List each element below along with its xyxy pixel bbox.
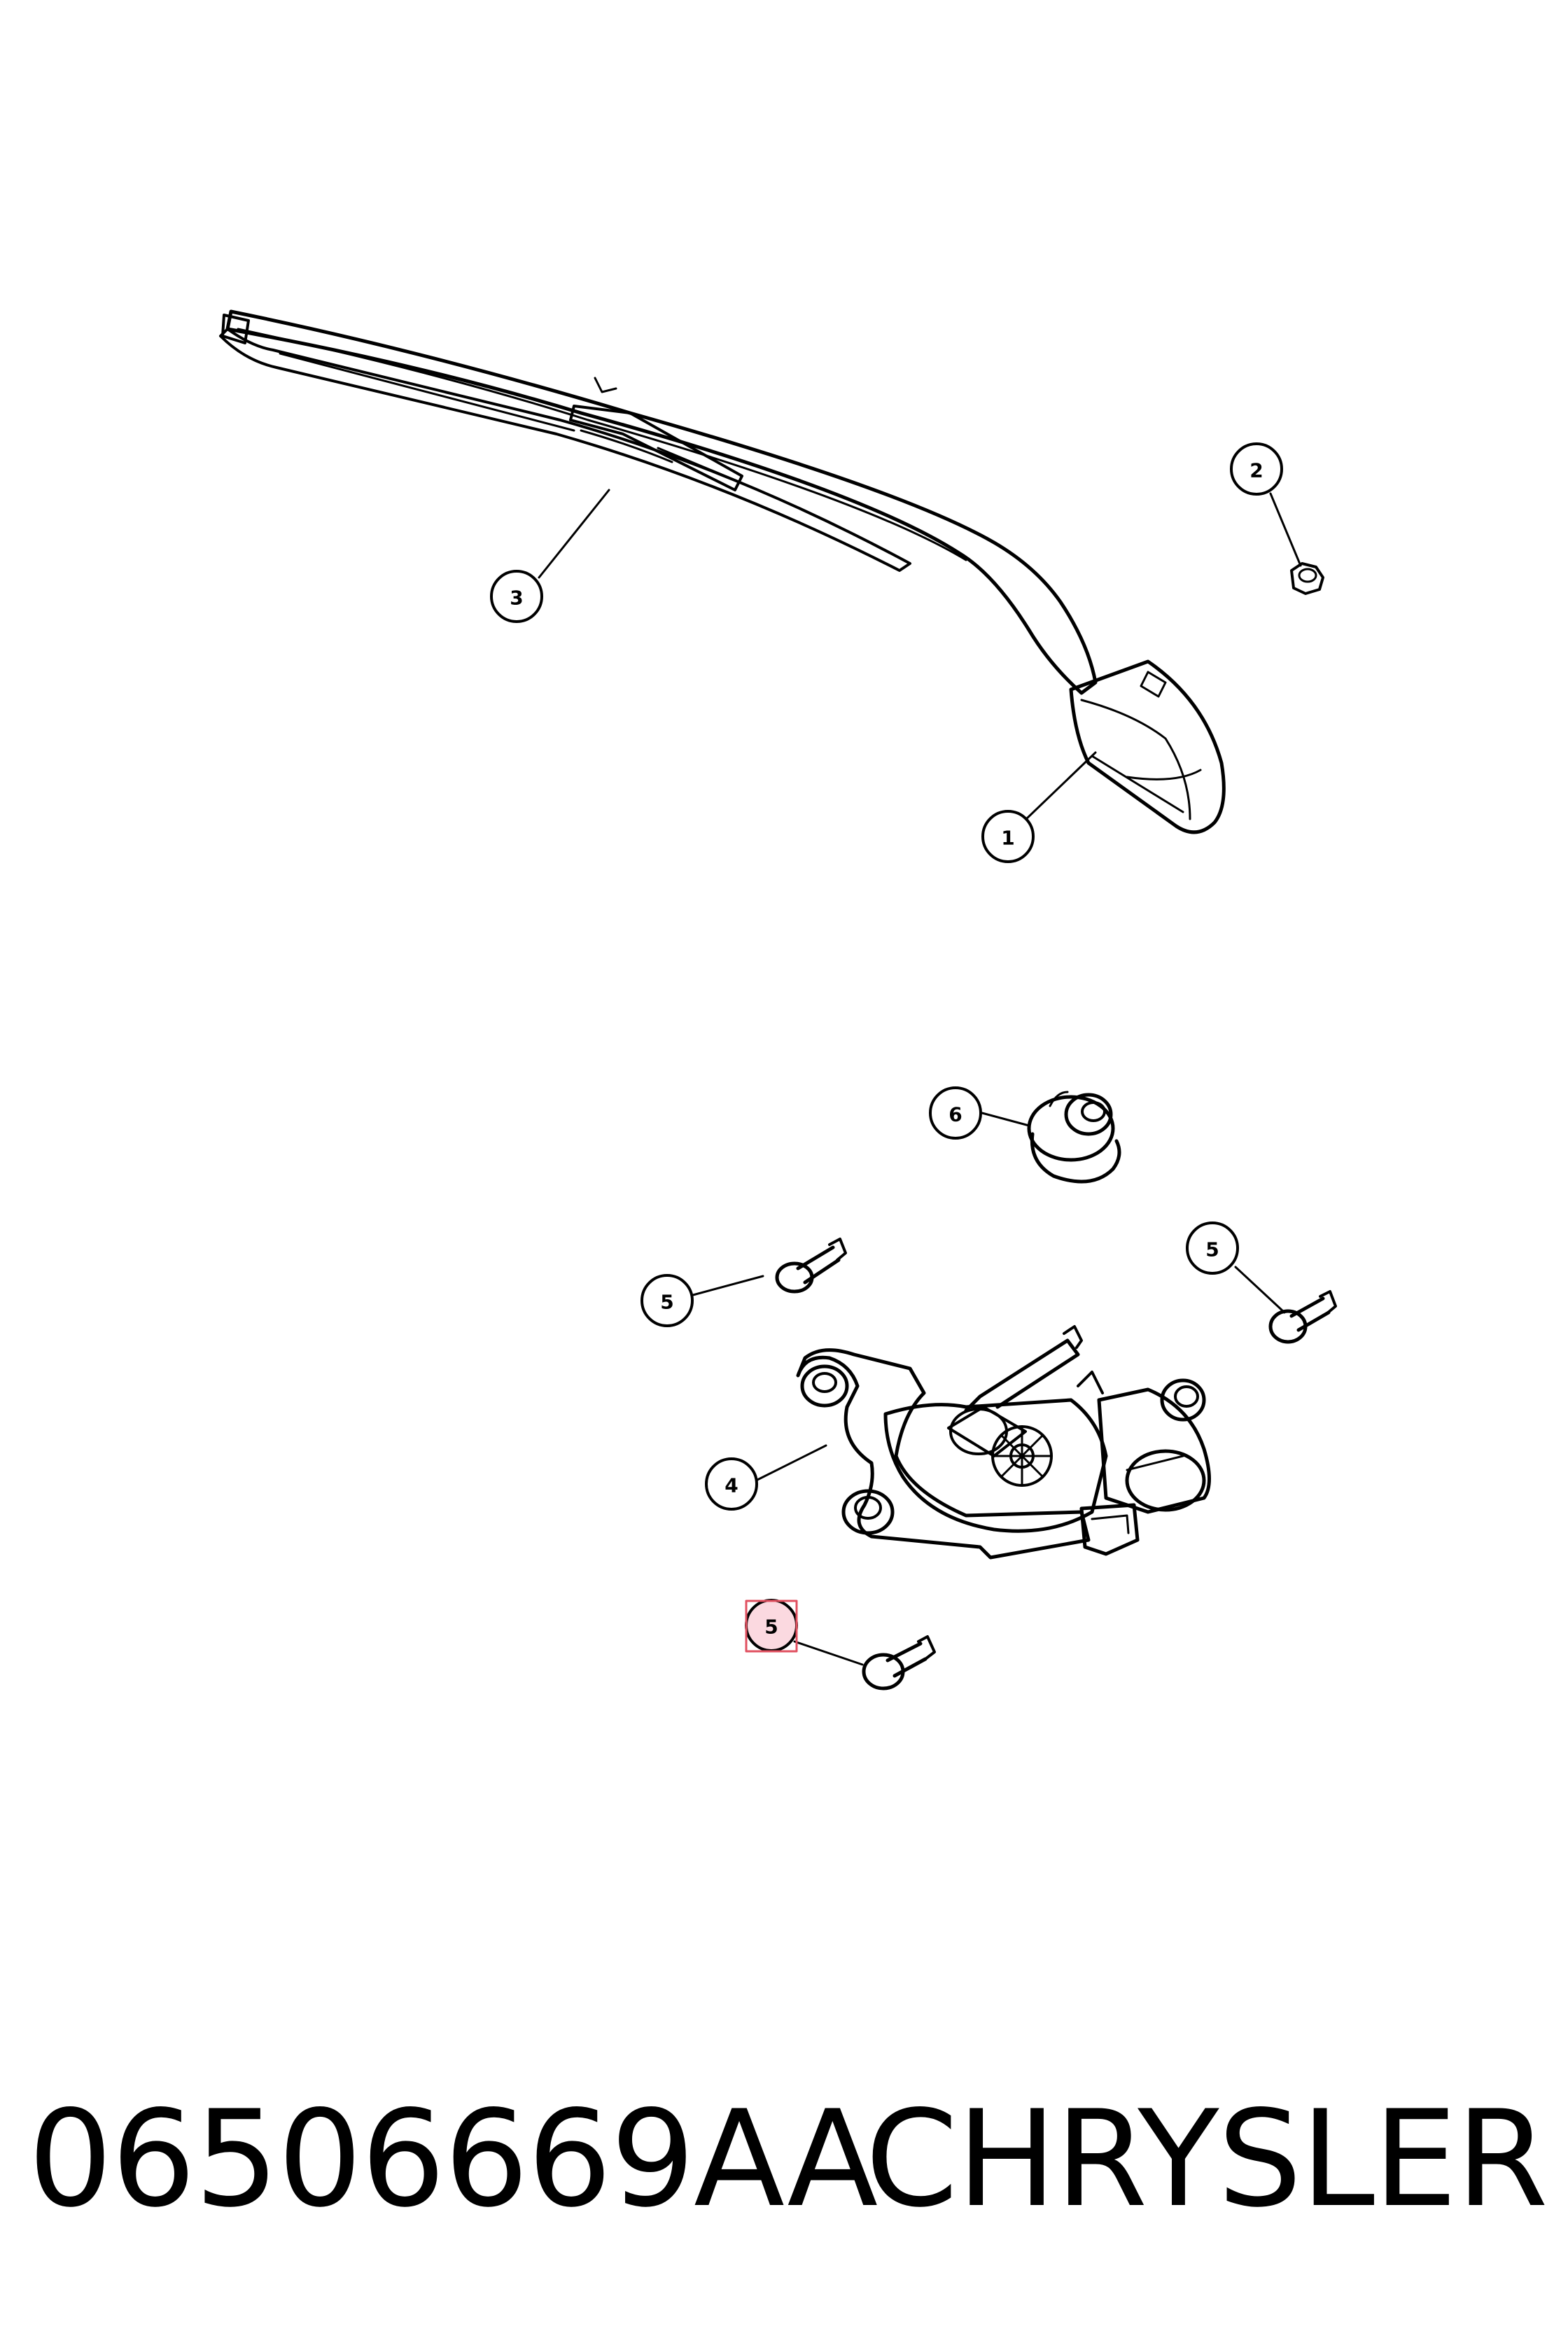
bolt-part-a [775,1238,847,1294]
bolt-part-b [1268,1290,1337,1344]
callout-5b[interactable] [1186,1222,1239,1275]
callout-6[interactable] [929,1086,982,1140]
callout-5a[interactable] [640,1274,694,1327]
wiper-arm [225,309,1226,834]
highlight-box [745,1600,798,1653]
grommet-part [1027,1091,1121,1184]
callout-3[interactable] [490,570,543,623]
callout-2[interactable] [1230,442,1283,496]
callout-1[interactable] [981,810,1035,863]
callout-5c[interactable] [745,1599,798,1653]
callout-5a-label: 5 [660,1291,673,1314]
nut-part [1290,562,1324,595]
callout-3-label: 3 [510,587,523,610]
footer: 06506669AA CHRYSLER [28,2082,1548,2236]
callout-2-label: 2 [1250,459,1263,482]
wiper-blade [219,314,911,572]
callout-5b-label: 5 [1205,1238,1219,1261]
callout-5c-label: 5 [764,1616,778,1639]
brand-name: CHRYSLER [865,2082,1548,2236]
callout-4[interactable] [705,1457,758,1511]
callout-6-label: 6 [948,1103,962,1126]
bolt-part-c [862,1635,936,1690]
part-number: 06506669AA [28,2082,878,2236]
callout-4-label: 4 [724,1474,738,1497]
wiper-motor-part [796,1325,1211,1560]
callout-1-label: 1 [1001,827,1014,850]
